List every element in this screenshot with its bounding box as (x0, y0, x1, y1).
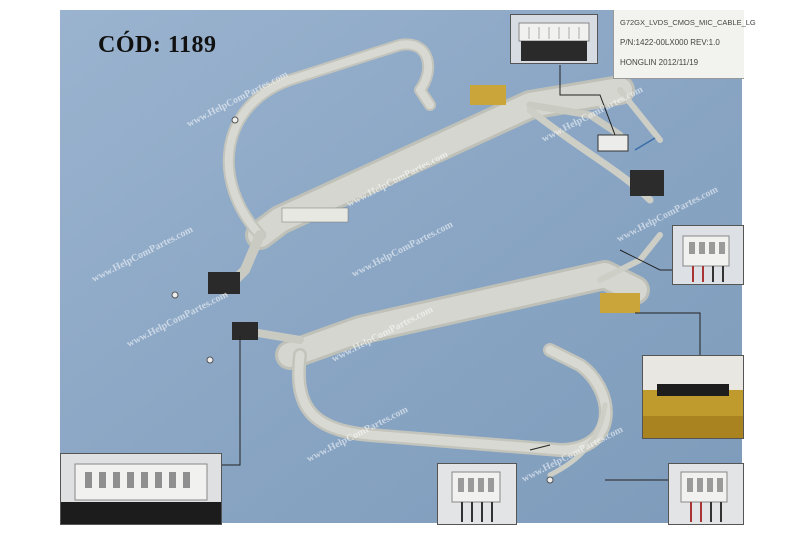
yellow-tape-top (470, 85, 506, 105)
callout-lines (220, 65, 701, 481)
part-number-text: P/N:1422-00LX000 REV:1.0 (620, 38, 720, 47)
product-photo: CÓD: 1189 G72GX_LVDS_CMOS_MIC_CABLE_LG P… (60, 10, 756, 525)
connector-right-square (630, 170, 664, 196)
connector-mid-left (232, 322, 258, 340)
product-code-title: CÓD: 1189 (98, 32, 217, 58)
cable-model-text: G72GX_LVDS_CMOS_MIC_CABLE_LG (620, 18, 756, 27)
inset-bottom-left-connector (60, 453, 222, 525)
upper-cable (220, 38, 663, 295)
inset-bottom-right-connector (668, 463, 744, 525)
connector-top-right (597, 134, 629, 152)
yellow-tape-mid (600, 293, 640, 313)
cable-photo-drawing (60, 10, 742, 523)
inset-lvds-connector (642, 355, 744, 439)
lvds-connector-left (208, 272, 240, 294)
inset-right-connector (672, 225, 744, 285)
lower-cable (236, 232, 663, 478)
inset-bottom-mid-connector (437, 463, 517, 525)
cable-sticker (281, 207, 349, 223)
cable-spec-label: G72GX_LVDS_CMOS_MIC_CABLE_LG P/N:1422-00… (613, 10, 756, 79)
manufacturer-date-text: HONGLIN 2012/11/19 (620, 58, 699, 67)
inset-top-connector (510, 14, 598, 64)
